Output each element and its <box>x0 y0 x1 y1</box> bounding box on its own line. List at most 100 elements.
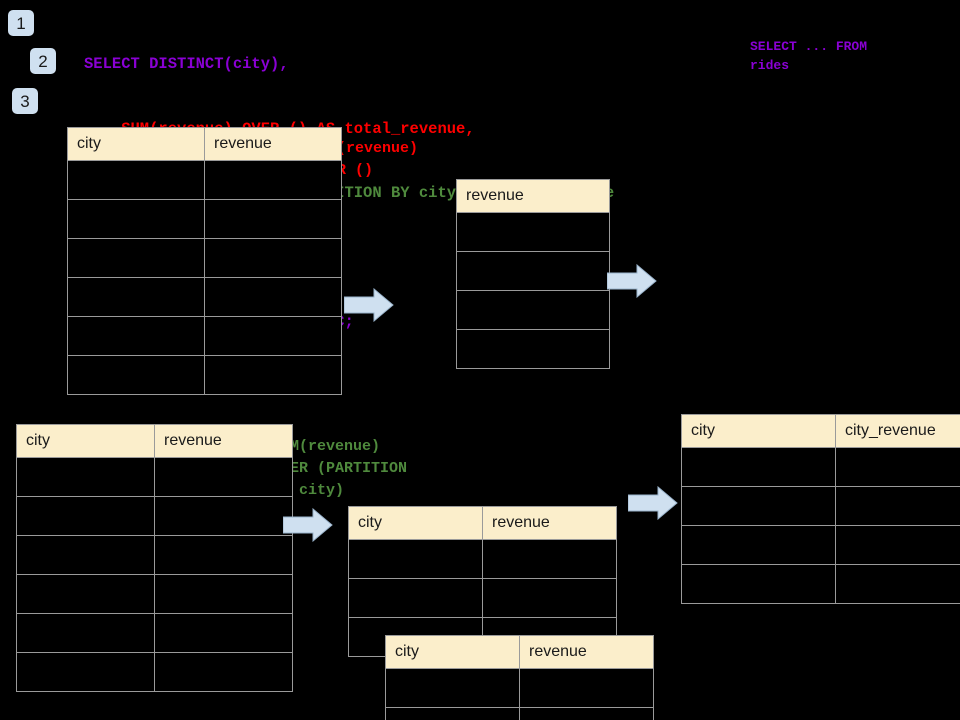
table-row <box>681 486 960 526</box>
table-cell <box>835 486 960 526</box>
table-cell <box>681 447 836 487</box>
table-cell <box>456 290 610 330</box>
table-source-bottom: city revenue <box>16 424 293 692</box>
table-header-row: city revenue <box>348 506 617 540</box>
table-header-row: city city_revenue <box>681 414 960 448</box>
column-header-city: city <box>385 635 520 669</box>
table-row <box>348 539 617 579</box>
table-cell <box>681 486 836 526</box>
table-cell <box>16 496 155 536</box>
table-row <box>348 578 617 618</box>
table-row <box>16 652 293 692</box>
table-cell <box>16 574 155 614</box>
table-cell <box>204 277 342 317</box>
table-cell <box>519 668 654 708</box>
flow-arrow-icon <box>283 508 333 542</box>
table-cell <box>456 251 610 291</box>
table-cell <box>16 457 155 497</box>
column-header-revenue: revenue <box>204 127 342 161</box>
column-header-city: city <box>67 127 205 161</box>
table-source-top: city revenue <box>67 127 342 395</box>
column-header-revenue: revenue <box>519 635 654 669</box>
table-cell <box>154 574 293 614</box>
table-row <box>456 212 610 252</box>
column-header-city: city <box>16 424 155 458</box>
table-cell <box>16 535 155 575</box>
table-body <box>681 447 960 604</box>
table-row <box>16 535 293 575</box>
table-result: city city_revenue <box>681 414 960 604</box>
table-cell <box>835 564 960 604</box>
table-row <box>456 329 610 369</box>
table-cell <box>154 496 293 536</box>
table-cell <box>154 535 293 575</box>
table-header-row: city revenue <box>385 635 654 669</box>
step-badge-1-label: 1 <box>16 13 26 33</box>
table-row <box>67 316 342 356</box>
table-cell <box>204 355 342 395</box>
annotation-select-from: SELECT ... FROM rides <box>750 39 868 73</box>
table-cell <box>835 447 960 487</box>
table-cell <box>154 613 293 653</box>
sql-line-select: SELECT DISTINCT(city), <box>84 55 289 73</box>
step-badge-2-label: 2 <box>38 51 48 71</box>
table-cell <box>385 668 520 708</box>
table-header-row: city revenue <box>16 424 293 458</box>
table-cell <box>385 707 520 720</box>
table-cell <box>204 199 342 239</box>
table-cell <box>67 277 205 317</box>
table-row <box>385 707 654 720</box>
column-header-revenue: revenue <box>456 179 610 213</box>
column-header-city-revenue: city_revenue <box>835 414 960 448</box>
table-body <box>385 668 654 720</box>
step-badge-3-label: 3 <box>20 91 30 111</box>
table-cell <box>681 525 836 565</box>
table-row <box>67 160 342 200</box>
table-body <box>16 457 293 692</box>
table-body <box>456 212 610 369</box>
table-cell <box>154 457 293 497</box>
table-row <box>456 251 610 291</box>
table-header-row: revenue <box>456 179 610 213</box>
table-cell <box>67 238 205 278</box>
step-badge-1: 1 <box>8 10 34 36</box>
table-cell <box>67 160 205 200</box>
table-cell <box>67 199 205 239</box>
table-row <box>456 290 610 330</box>
table-cell <box>348 539 483 579</box>
table-row <box>16 496 293 536</box>
table-header-row: city revenue <box>67 127 342 161</box>
table-cell <box>16 613 155 653</box>
table-row <box>16 574 293 614</box>
table-body <box>67 160 342 395</box>
table-cell <box>67 316 205 356</box>
table-cell <box>154 652 293 692</box>
table-cell <box>681 564 836 604</box>
table-row <box>385 668 654 708</box>
column-header-city: city <box>681 414 836 448</box>
step-badge-2: 2 <box>30 48 56 74</box>
flow-arrow-icon <box>607 264 657 298</box>
table-row <box>67 355 342 395</box>
table-row <box>67 277 342 317</box>
table-cell <box>482 578 617 618</box>
table-total-revenue: revenue <box>456 179 610 369</box>
table-cell <box>67 355 205 395</box>
table-row <box>681 564 960 604</box>
table-cell <box>519 707 654 720</box>
table-cell <box>204 316 342 356</box>
column-header-revenue: revenue <box>154 424 293 458</box>
column-header-city: city <box>348 506 483 540</box>
table-row <box>67 238 342 278</box>
table-cell <box>456 212 610 252</box>
table-cell <box>348 578 483 618</box>
step-badge-3: 3 <box>12 88 38 114</box>
table-cell <box>16 652 155 692</box>
table-cell <box>456 329 610 369</box>
table-row <box>681 525 960 565</box>
flow-arrow-icon <box>344 288 394 322</box>
table-cell <box>204 160 342 200</box>
table-cell <box>204 238 342 278</box>
table-row <box>67 199 342 239</box>
